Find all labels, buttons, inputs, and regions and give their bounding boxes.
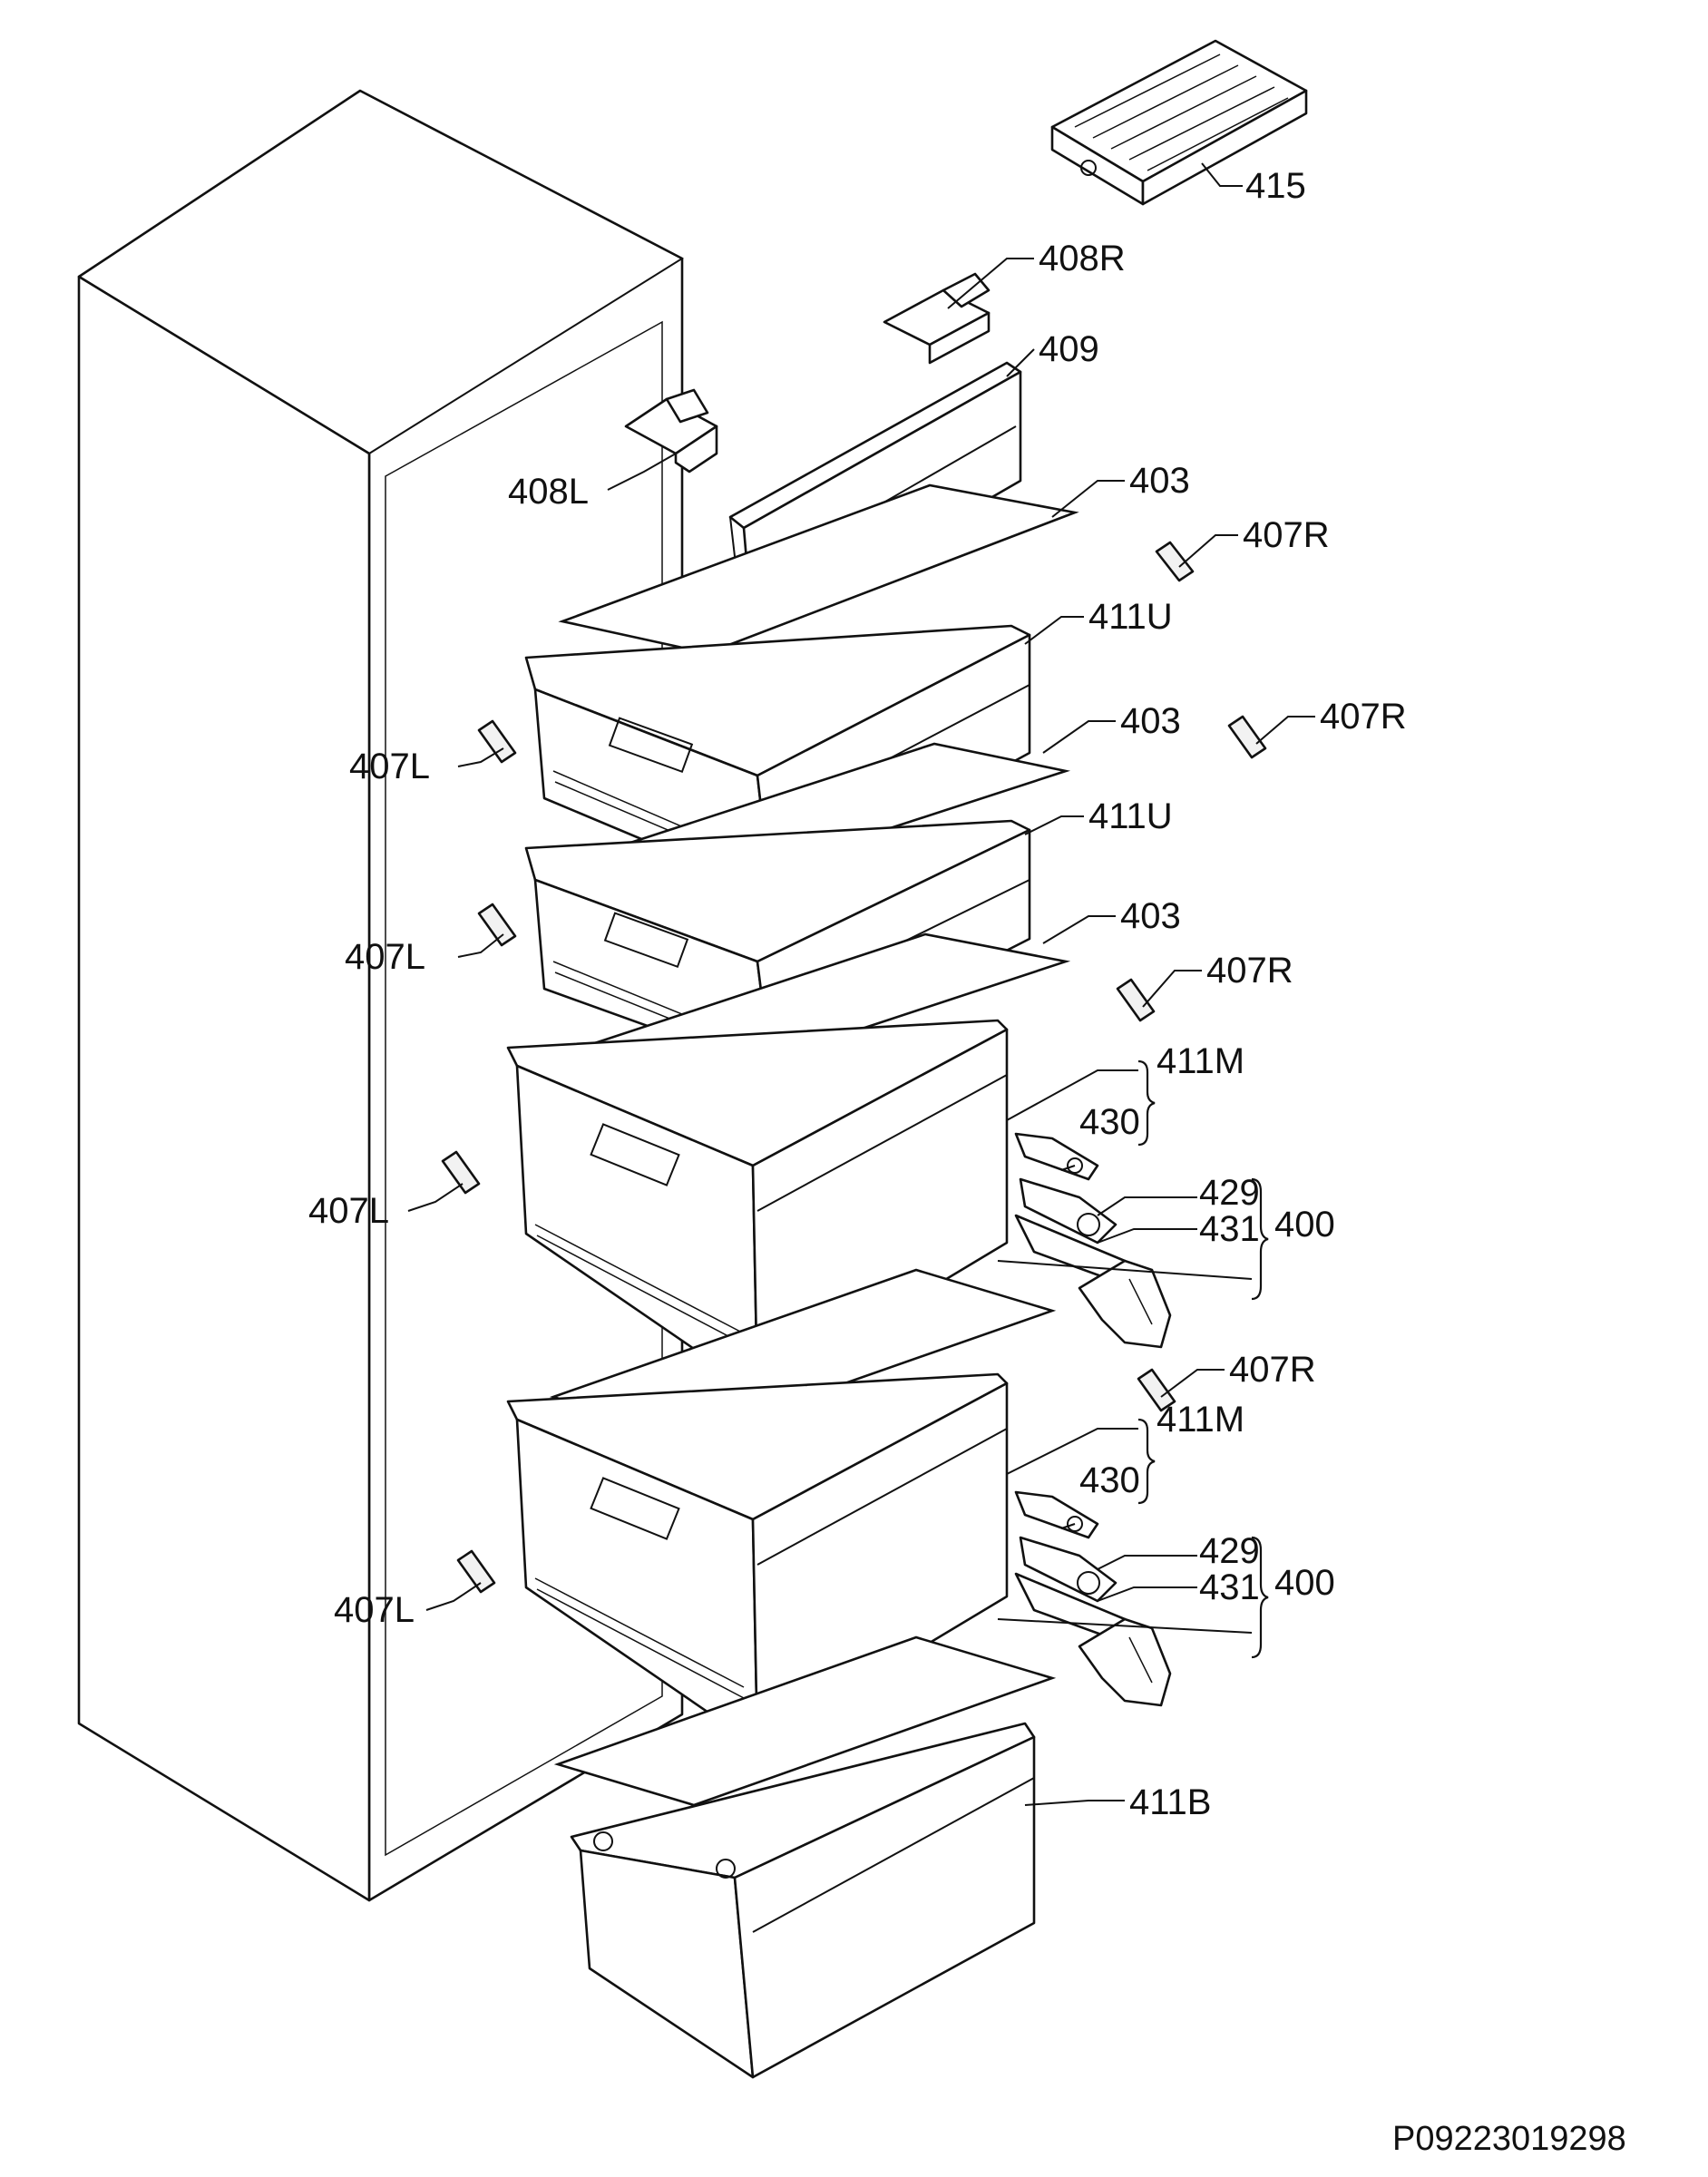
label-408L: 408L: [508, 472, 589, 512]
part-411B-drawer: [570, 1722, 1036, 2079]
label-403-a: 403: [1129, 461, 1190, 501]
label-403-c: 403: [1120, 896, 1181, 936]
label-408R: 408R: [1039, 239, 1126, 278]
label-407L-c: 407L: [308, 1191, 389, 1231]
leader-lines: [407, 162, 1315, 1806]
part-407R-clip-c: [1116, 978, 1156, 1022]
part-407R-clip-d: [1137, 1368, 1176, 1412]
part-407L-clip-d: [456, 1549, 496, 1594]
part-408L-hinge: [624, 388, 718, 473]
label-409: 409: [1039, 329, 1099, 369]
label-407R-a: 407R: [1243, 515, 1330, 555]
label-403-b: 403: [1120, 701, 1181, 741]
part-407R-clip-b: [1227, 715, 1267, 759]
label-407R-d: 407R: [1229, 1350, 1316, 1390]
reference-code: P09223019298: [1392, 2120, 1626, 2158]
part-408R-hinge: [883, 272, 991, 365]
label-407L-b: 407L: [345, 937, 425, 977]
label-407L-a: 407L: [349, 747, 430, 786]
label-431-a: 431: [1199, 1209, 1260, 1249]
part-407L-clip-a: [477, 719, 517, 764]
label-400-b: 400: [1274, 1563, 1335, 1603]
labels: 415 408R 409 408L 403 407R 411U 407R 403…: [308, 166, 1626, 2158]
part-403-glass-top: [558, 483, 1079, 655]
part-403-glass-bottom: [553, 1635, 1057, 1807]
part-runner-set-1: [1014, 1132, 1172, 1349]
part-407L-clip-c: [441, 1150, 481, 1195]
label-431-b: 431: [1199, 1567, 1260, 1607]
braces: [1137, 1059, 1269, 1659]
label-407L-d: 407L: [334, 1590, 415, 1630]
part-runner-set-2: [1014, 1490, 1172, 1707]
label-411M-a: 411M: [1157, 1041, 1244, 1081]
label-411B: 411B: [1129, 1782, 1211, 1822]
label-407R-c: 407R: [1206, 951, 1293, 991]
label-430-b: 430: [1079, 1460, 1140, 1500]
label-411U-b: 411U: [1088, 796, 1173, 836]
label-400-a: 400: [1274, 1205, 1335, 1245]
label-411U-a: 411U: [1088, 597, 1173, 637]
part-407L-clip-b: [477, 903, 517, 947]
part-407R-clip-a: [1155, 541, 1195, 582]
label-429-b: 429: [1199, 1531, 1260, 1571]
label-411M-b: 411M: [1157, 1400, 1244, 1440]
label-407R-b: 407R: [1320, 697, 1407, 737]
part-415-tray: [1050, 39, 1308, 206]
label-430-a: 430: [1079, 1102, 1140, 1142]
label-429-a: 429: [1199, 1173, 1260, 1213]
label-415: 415: [1245, 166, 1306, 206]
